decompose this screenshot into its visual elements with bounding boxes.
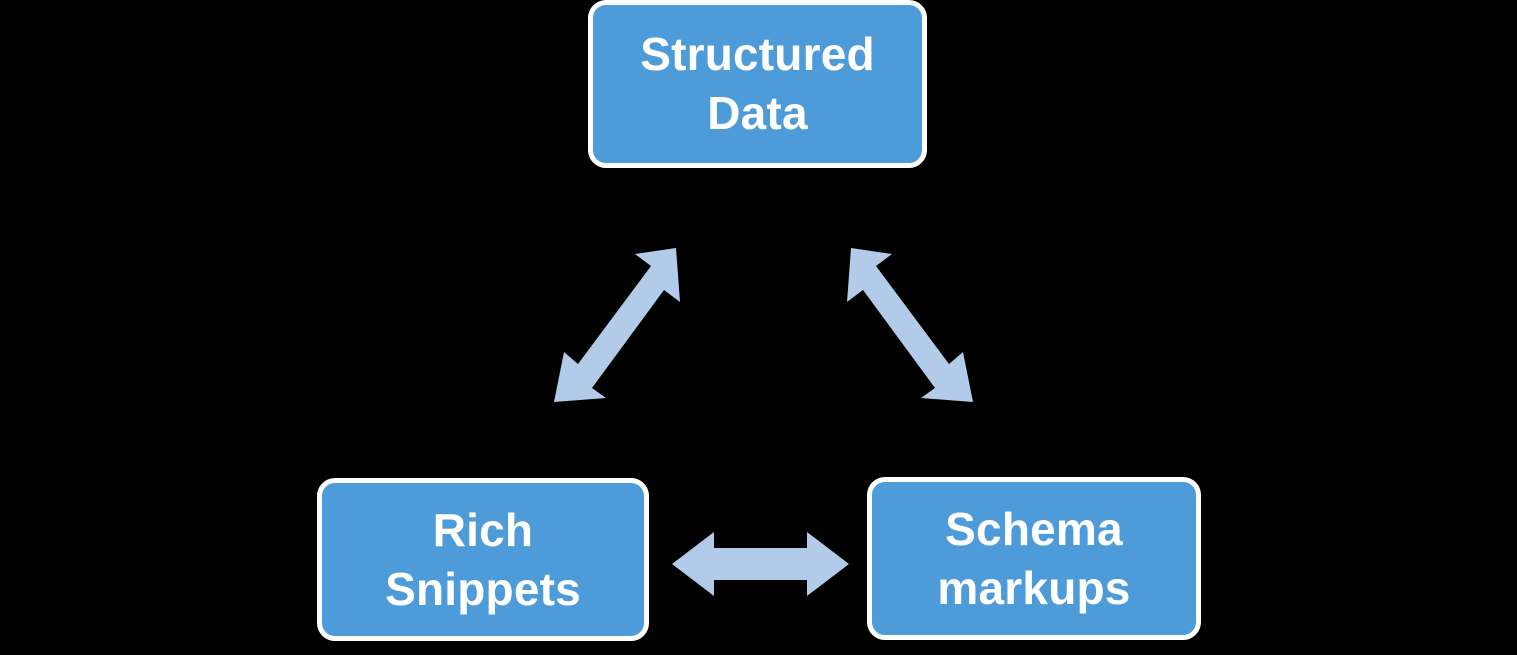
node-schema-markups-label: Schema markups <box>937 502 1131 614</box>
node-schema-markups[interactable]: Schema markups <box>867 477 1201 640</box>
double-arrow-diagonal-left-icon <box>554 248 680 402</box>
double-arrow-diagonal-right-icon <box>847 248 973 402</box>
node-rich-snippets-label: Rich Snippets <box>385 503 581 615</box>
node-rich-snippets[interactable]: Rich Snippets <box>317 478 649 641</box>
double-arrow-structured-data-rich-snippets[interactable] <box>552 240 692 405</box>
node-structured-data-label: Structured Data <box>640 28 875 139</box>
double-arrow-rich-snippets-schema-markups[interactable] <box>668 528 853 600</box>
node-structured-data[interactable]: Structured Data <box>588 0 927 168</box>
double-arrow-horizontal-icon <box>672 532 849 596</box>
double-arrow-structured-data-schema-markups[interactable] <box>835 240 975 405</box>
